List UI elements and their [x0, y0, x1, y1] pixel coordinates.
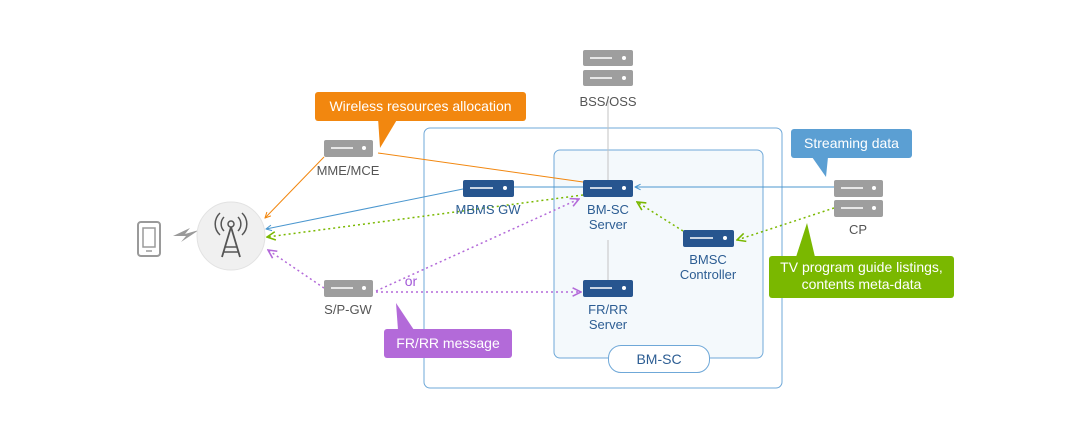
bmsc-controller-label: BMSC Controller: [668, 252, 748, 282]
tv-guide-callout-line1: TV program guide listings,: [780, 259, 943, 275]
bm-sc-group-label: BM-SC: [608, 345, 710, 373]
bm-sc-server-label: BM-SC Server: [568, 202, 648, 232]
mbms-gw-server-icon: [463, 180, 514, 197]
fr-rr-server-label-line1: FR/RR: [588, 302, 628, 317]
mme-mce-server-icon: [324, 140, 373, 157]
controller-to-bmsc-arrow: [637, 202, 684, 232]
fr-rr-message-callout: FR/RR message: [384, 329, 512, 358]
wireless-resources-callout: Wireless resources allocation: [315, 92, 526, 121]
cp-label: CP: [848, 222, 868, 237]
mme-mce-label: MME/MCE: [316, 163, 380, 178]
cp-to-controller-arrow: [737, 207, 835, 240]
streaming-data-callout: Streaming data: [791, 129, 912, 158]
bmsc-to-antenna-dotted: [267, 194, 584, 237]
bmsc-controller-server-icon: [683, 230, 734, 247]
spgw-to-bmsc-arrow: [375, 199, 579, 292]
fr-rr-server-icon: [583, 280, 633, 297]
or-label: or: [404, 273, 418, 289]
tv-guide-callout-line2: contents meta-data: [801, 276, 922, 292]
tv-guide-callout-pointer: [796, 223, 815, 257]
bmsc-controller-label-line2: Controller: [679, 267, 737, 282]
wireless-resource-path: [377, 152, 584, 183]
fr-rr-server-label-line2: Server: [588, 317, 628, 332]
bmsc-controller-label-line1: BMSC: [689, 252, 727, 267]
mme-to-antenna-arrow: [265, 156, 325, 218]
bss-oss-server-icon: [583, 50, 633, 86]
lightning-icon: [173, 228, 199, 242]
sp-gw-label: S/P-GW: [324, 302, 372, 317]
bss-oss-label: BSS/OSS: [579, 94, 637, 109]
bm-sc-server-icon: [583, 180, 633, 197]
streaming-callout-pointer: [812, 157, 828, 177]
tv-guide-callout: TV program guide listings, contents meta…: [769, 256, 954, 298]
antenna-tower-icon: [196, 201, 266, 271]
bm-sc-server-label-line2: Server: [588, 217, 628, 232]
sp-gw-server-icon: [324, 280, 373, 297]
spgw-to-antenna-arrow: [268, 250, 325, 289]
mbms-to-antenna-arrow: [266, 188, 464, 229]
wireless-callout-pointer: [378, 118, 398, 148]
fr-rr-server-label: FR/RR Server: [568, 302, 648, 332]
tablet-icon: [137, 221, 161, 257]
mbms-gw-label: MBMS GW: [455, 202, 521, 217]
fr-rr-callout-pointer: [396, 303, 414, 330]
bm-sc-server-label-line1: BM-SC: [587, 202, 629, 217]
cp-server-icon: [834, 180, 883, 217]
